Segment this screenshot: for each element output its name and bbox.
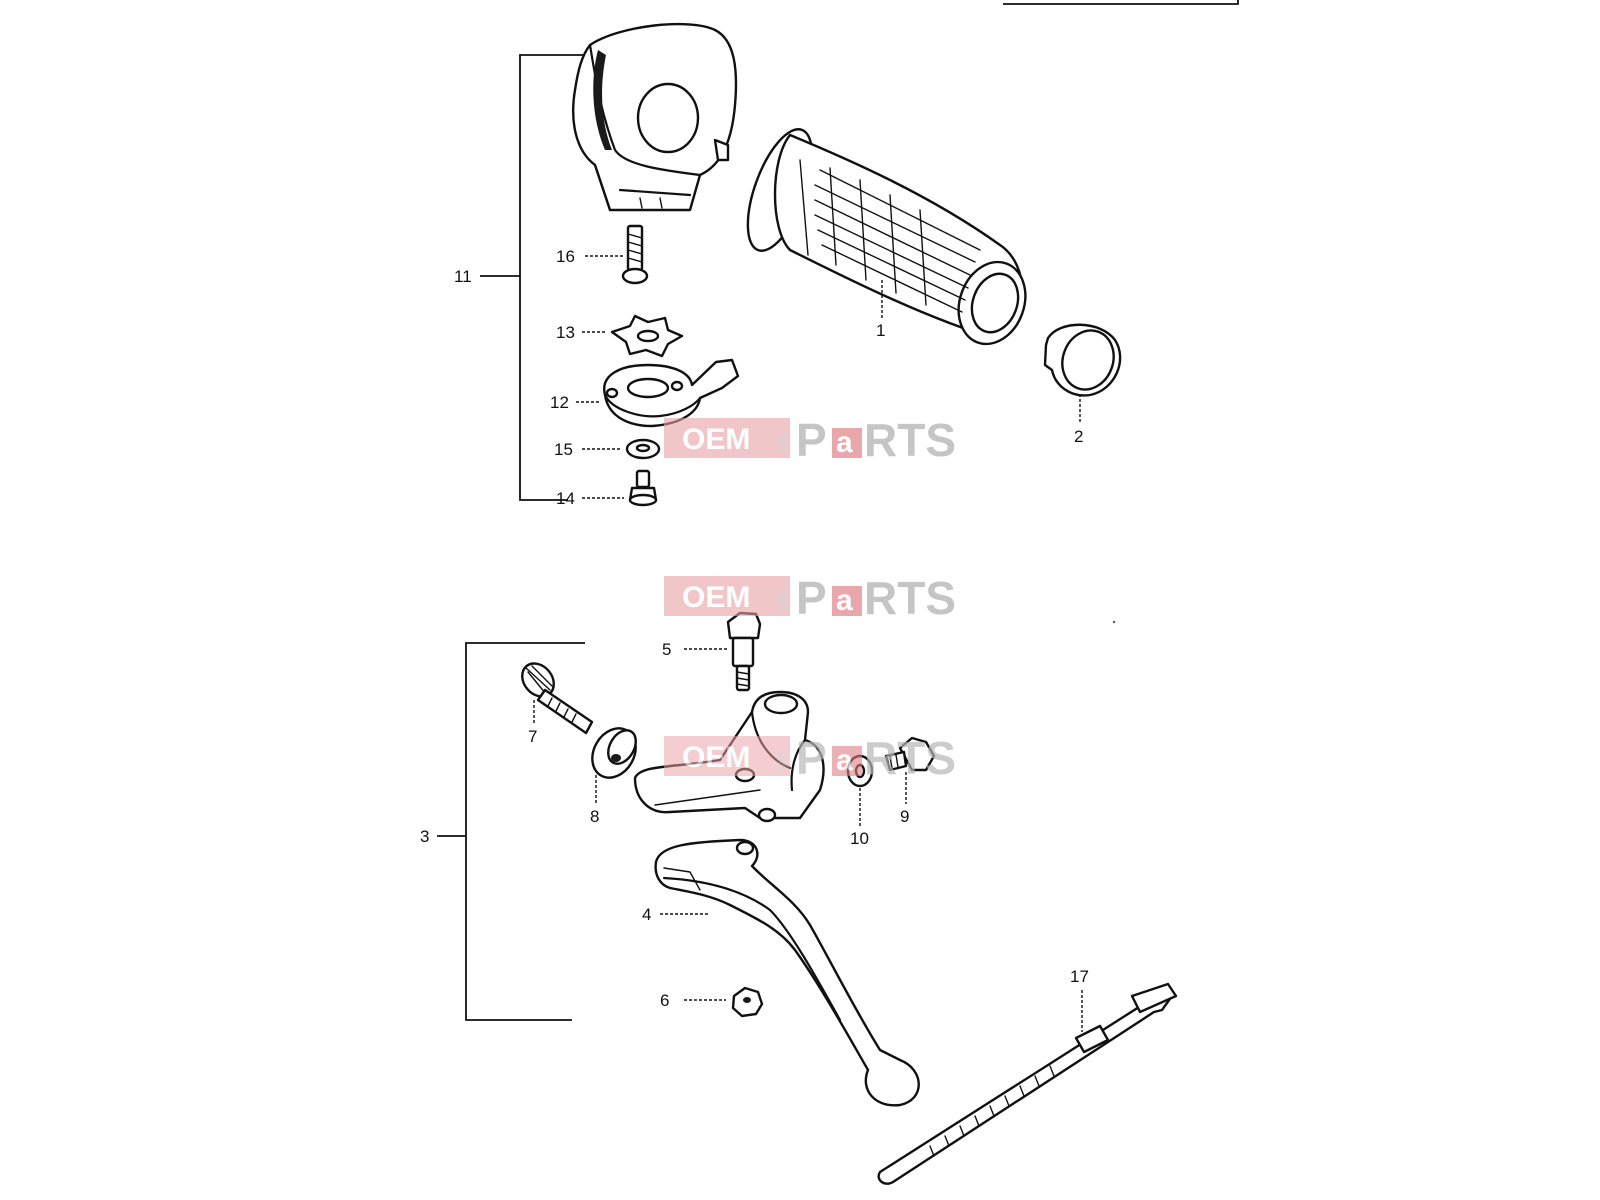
callout-3: 3: [420, 827, 429, 846]
callout-15: 15: [554, 440, 573, 459]
callout-1: 1: [876, 321, 885, 340]
bracket-3: [465, 642, 585, 1021]
callout-16: 16: [556, 247, 575, 266]
callout-10: 10: [850, 829, 869, 848]
callout-2: 2: [1074, 427, 1083, 446]
bracket-11: [519, 54, 592, 501]
pivot-bolt-5-part[interactable]: [726, 611, 762, 692]
watermark-p-text: P: [796, 732, 827, 784]
callout-11: 11: [454, 267, 472, 286]
washer-15-part[interactable]: [625, 438, 661, 460]
callout-8: 8: [590, 807, 599, 826]
bolt-14-part[interactable]: [628, 469, 658, 507]
watermark-bike-text: BIKE: [777, 749, 787, 770]
end-cap-2-part[interactable]: [1043, 323, 1122, 397]
nut-6-part[interactable]: [731, 986, 764, 1018]
callout-5: 5: [662, 640, 671, 659]
watermark-p-text: P: [796, 572, 827, 624]
throttle-housing-part[interactable]: [572, 22, 738, 212]
lock-washer-13-part[interactable]: [610, 314, 684, 358]
watermark-bike-text: BIKE: [777, 431, 787, 452]
adjuster-bolt-7-part[interactable]: [516, 657, 594, 735]
bolt-9-part[interactable]: [884, 736, 936, 772]
adjuster-plate-12-part[interactable]: [603, 358, 740, 428]
callout-17: 17: [1070, 967, 1089, 986]
watermark-a-text: a: [836, 584, 853, 617]
callout-9: 9: [900, 807, 909, 826]
lever-4-part[interactable]: [654, 838, 920, 1107]
watermark-rts-text: RTS: [864, 732, 956, 784]
watermark-oem-text: OEM: [682, 581, 750, 614]
watermark-bottom: OEM BIKE P a RTS: [664, 732, 956, 784]
frame-edge: [1003, 0, 1239, 5]
callout-12: 12: [550, 393, 569, 412]
watermark-rts-text: RTS: [864, 414, 956, 466]
stray-dot: [1112, 620, 1116, 624]
callout-14: 14: [556, 489, 575, 508]
watermark-oem-text: OEM: [682, 423, 750, 456]
watermark-top: OEM BIKE P a RTS: [664, 414, 956, 466]
watermark-a-text: a: [836, 426, 853, 459]
watermark-a-text: a: [836, 744, 853, 777]
watermark-middle: OEM BIKE P a RTS: [664, 572, 956, 624]
watermark-bike-text: BIKE: [777, 589, 787, 610]
cable-tie-17-part[interactable]: [877, 982, 1178, 1185]
callout-13: 13: [556, 323, 575, 342]
screw-16-part[interactable]: [621, 224, 649, 285]
callout-6: 6: [660, 991, 669, 1010]
grip-1-part[interactable]: [735, 121, 1037, 353]
callout-7: 7: [528, 727, 537, 746]
watermark-rts-text: RTS: [864, 572, 956, 624]
locknut-8-part[interactable]: [584, 720, 645, 785]
watermark-oem-text: OEM: [682, 741, 750, 774]
watermark-p-text: P: [796, 414, 827, 466]
callout-4: 4: [642, 905, 651, 924]
